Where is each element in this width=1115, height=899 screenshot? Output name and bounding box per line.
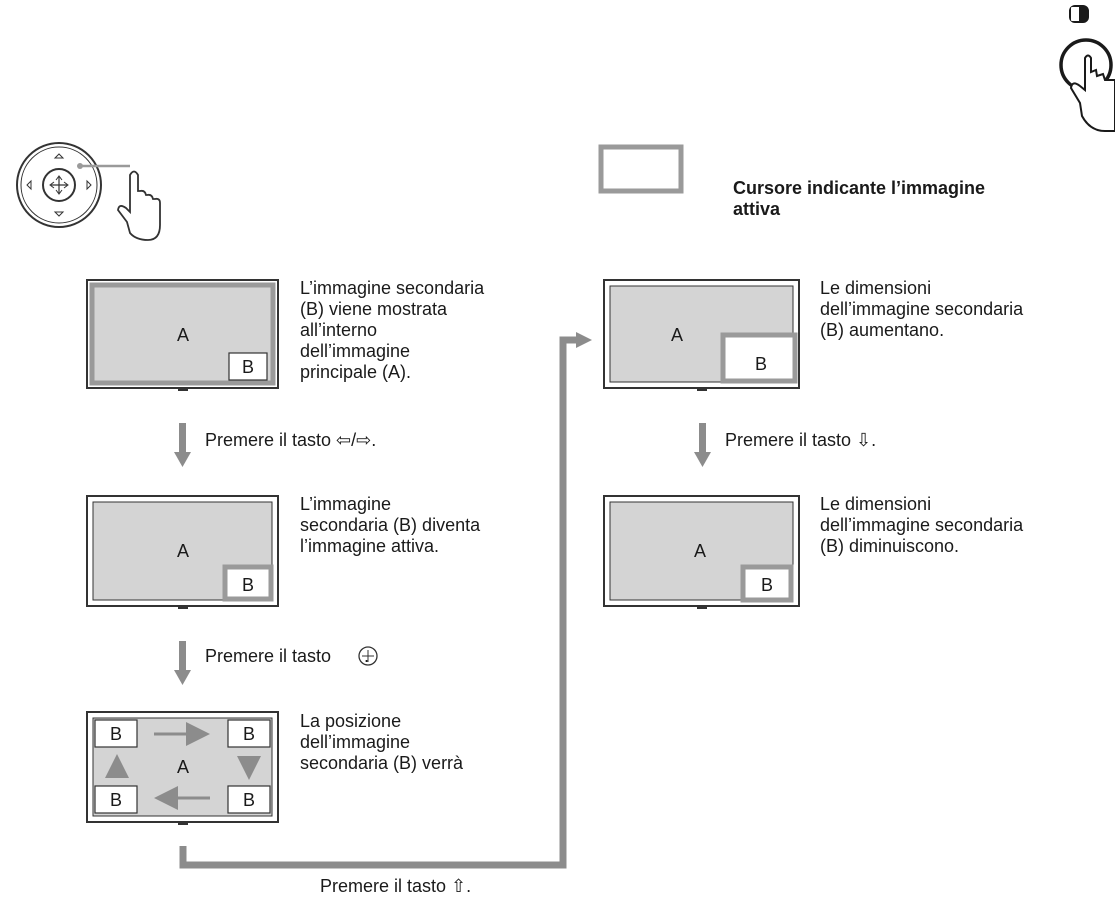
screen-main-label: A bbox=[177, 757, 189, 777]
screen-step2: A B bbox=[86, 495, 279, 609]
legend-cursor-label: Cursore indicante l’immagine attiva bbox=[733, 178, 986, 219]
screen-main-label: A bbox=[694, 541, 706, 561]
screen-sub-label: B bbox=[242, 575, 254, 595]
pip-button-hand-icon bbox=[1059, 5, 1115, 132]
flow-arrow-loop bbox=[179, 332, 592, 869]
screen-sub-label: B bbox=[243, 790, 255, 810]
screen-enlarged: A B bbox=[603, 279, 800, 391]
enlarged-description: Le dimensioni dell’immagine secondaria (… bbox=[820, 278, 1024, 340]
flow-arrow-down bbox=[174, 423, 191, 467]
step3-description: La posizione dell’immagine secondaria (B… bbox=[300, 711, 464, 773]
screen-sub-label: B bbox=[761, 575, 773, 595]
screen-main-label: A bbox=[177, 541, 189, 561]
screen-step3: B B B B A bbox=[86, 711, 279, 825]
step2-description: L’immagine secondaria (B) diventa l’imma… bbox=[300, 494, 481, 556]
reduce-action: Premere il tasto ⇩. bbox=[725, 430, 877, 450]
joystick-hand-icon bbox=[16, 142, 161, 241]
loop-action: Premere il tasto ⇧. bbox=[320, 876, 472, 896]
step2-action: Premere il tasto. bbox=[205, 646, 369, 667]
reduced-description: Le dimensioni dell’immagine secondaria (… bbox=[820, 494, 1024, 556]
flow-arrow-down bbox=[694, 423, 711, 467]
step1-action: Premere il tasto ⇦/⇨. bbox=[205, 430, 377, 450]
screen-step1: A B bbox=[86, 279, 279, 391]
screen-main-label: A bbox=[671, 325, 683, 345]
screen-sub-label: B bbox=[242, 357, 254, 377]
screen-reduced: A B bbox=[603, 495, 800, 609]
step1-description: L’immagine secondaria (B) viene mostrata… bbox=[300, 278, 485, 382]
step2-action-suffix: . bbox=[364, 646, 370, 666]
step2-action-text: Premere il tasto bbox=[205, 646, 332, 666]
screen-sub-label: B bbox=[110, 724, 122, 744]
screen-sub-label: B bbox=[755, 354, 767, 374]
screen-sub-label: B bbox=[110, 790, 122, 810]
enter-button-icon bbox=[358, 646, 378, 666]
screen-main-label: A bbox=[177, 325, 189, 345]
legend-cursor-box bbox=[598, 144, 684, 194]
screen-sub-label: B bbox=[243, 724, 255, 744]
flow-arrow-down bbox=[174, 641, 191, 685]
